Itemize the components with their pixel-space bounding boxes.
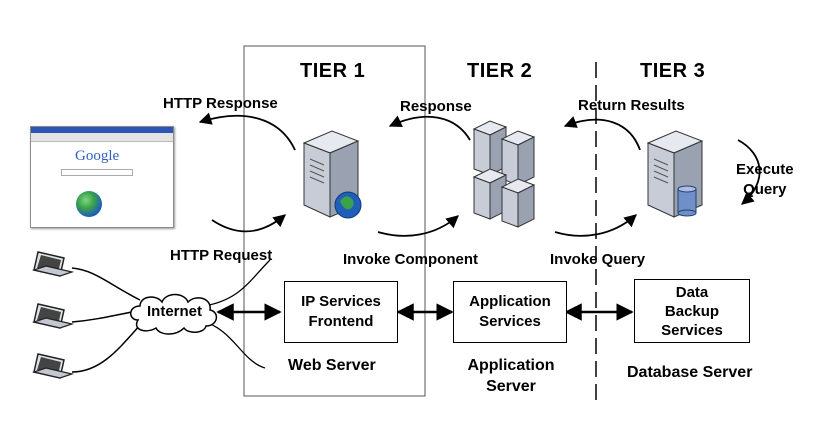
execute-query-line-2: Query	[743, 181, 787, 198]
http-response-arrow	[198, 112, 296, 151]
data-backup-services-box: Data Backup Services	[634, 279, 750, 343]
tier-3-heading: TIER 3	[640, 60, 706, 82]
return-results-arrow	[563, 116, 641, 151]
invoke-component-arrow	[377, 215, 459, 237]
http-response-label: HTTP Response	[163, 95, 278, 112]
web-server-label: Web Server	[288, 357, 376, 374]
app-server-1	[472, 120, 508, 176]
ip-services-line-1: IP Services	[301, 293, 381, 310]
laptop-icon	[31, 251, 75, 277]
tier1-boundary	[243, 45, 426, 397]
execute-query-arrow	[737, 139, 761, 205]
database-server-label: Database Server	[627, 364, 753, 381]
laptop3-link	[71, 324, 141, 373]
globe-icon	[76, 191, 102, 217]
invoke-query-arrow	[554, 214, 637, 237]
execute-query-line-1: Execute	[736, 161, 794, 178]
internet-cloud-icon	[130, 293, 218, 335]
internet-tier1-curve	[203, 259, 271, 307]
application-services-box: Application Services	[453, 281, 567, 343]
database-cylinder-icon	[677, 185, 697, 217]
application-server-line-2: Server	[486, 378, 536, 395]
browser-toolbar	[31, 133, 173, 142]
data-backup-line-3: Services	[661, 321, 723, 339]
application-services-line-1: Application	[469, 293, 551, 310]
application-server-line-1: Application	[467, 357, 555, 374]
http-request-label: HTTP Request	[170, 247, 273, 264]
application-server-label: Application Server	[457, 355, 565, 397]
tier-1-heading: TIER 1	[300, 60, 366, 82]
search-box-graphic	[61, 169, 133, 176]
web-server-icon	[302, 130, 362, 219]
response-arrow	[388, 115, 471, 141]
laptop2-link	[71, 311, 133, 323]
data-backup-line-2: Backup	[664, 302, 720, 320]
response-label: Response	[400, 98, 472, 115]
execute-query-label: Execute Query	[736, 160, 794, 200]
return-results-label: Return Results	[578, 97, 685, 114]
http-request-arrow	[211, 214, 286, 233]
application-server-cluster-icon	[472, 120, 536, 228]
data-backup-line-1: Data	[675, 283, 709, 301]
invoke-component-label: Invoke Component	[343, 251, 479, 268]
ip-services-line-2: Frontend	[308, 313, 374, 330]
app-server-4	[500, 178, 536, 228]
browser-window: Google	[30, 126, 174, 228]
laptop-icon	[31, 353, 75, 379]
database-server-icon	[646, 130, 704, 218]
application-services-line-2: Services	[479, 313, 541, 330]
google-logo: Google	[75, 148, 120, 164]
browser-titlebar	[31, 127, 173, 133]
internet-label: Internet	[147, 303, 203, 320]
app-server-3	[472, 168, 508, 220]
laptop1-link	[71, 267, 141, 301]
laptop-icon	[31, 303, 75, 329]
invoke-query-label: Invoke Query	[550, 251, 646, 268]
ip-services-frontend-box: IP Services Frontend	[284, 281, 398, 343]
app-server-2	[500, 130, 536, 186]
tier-2-heading: TIER 2	[467, 60, 533, 82]
